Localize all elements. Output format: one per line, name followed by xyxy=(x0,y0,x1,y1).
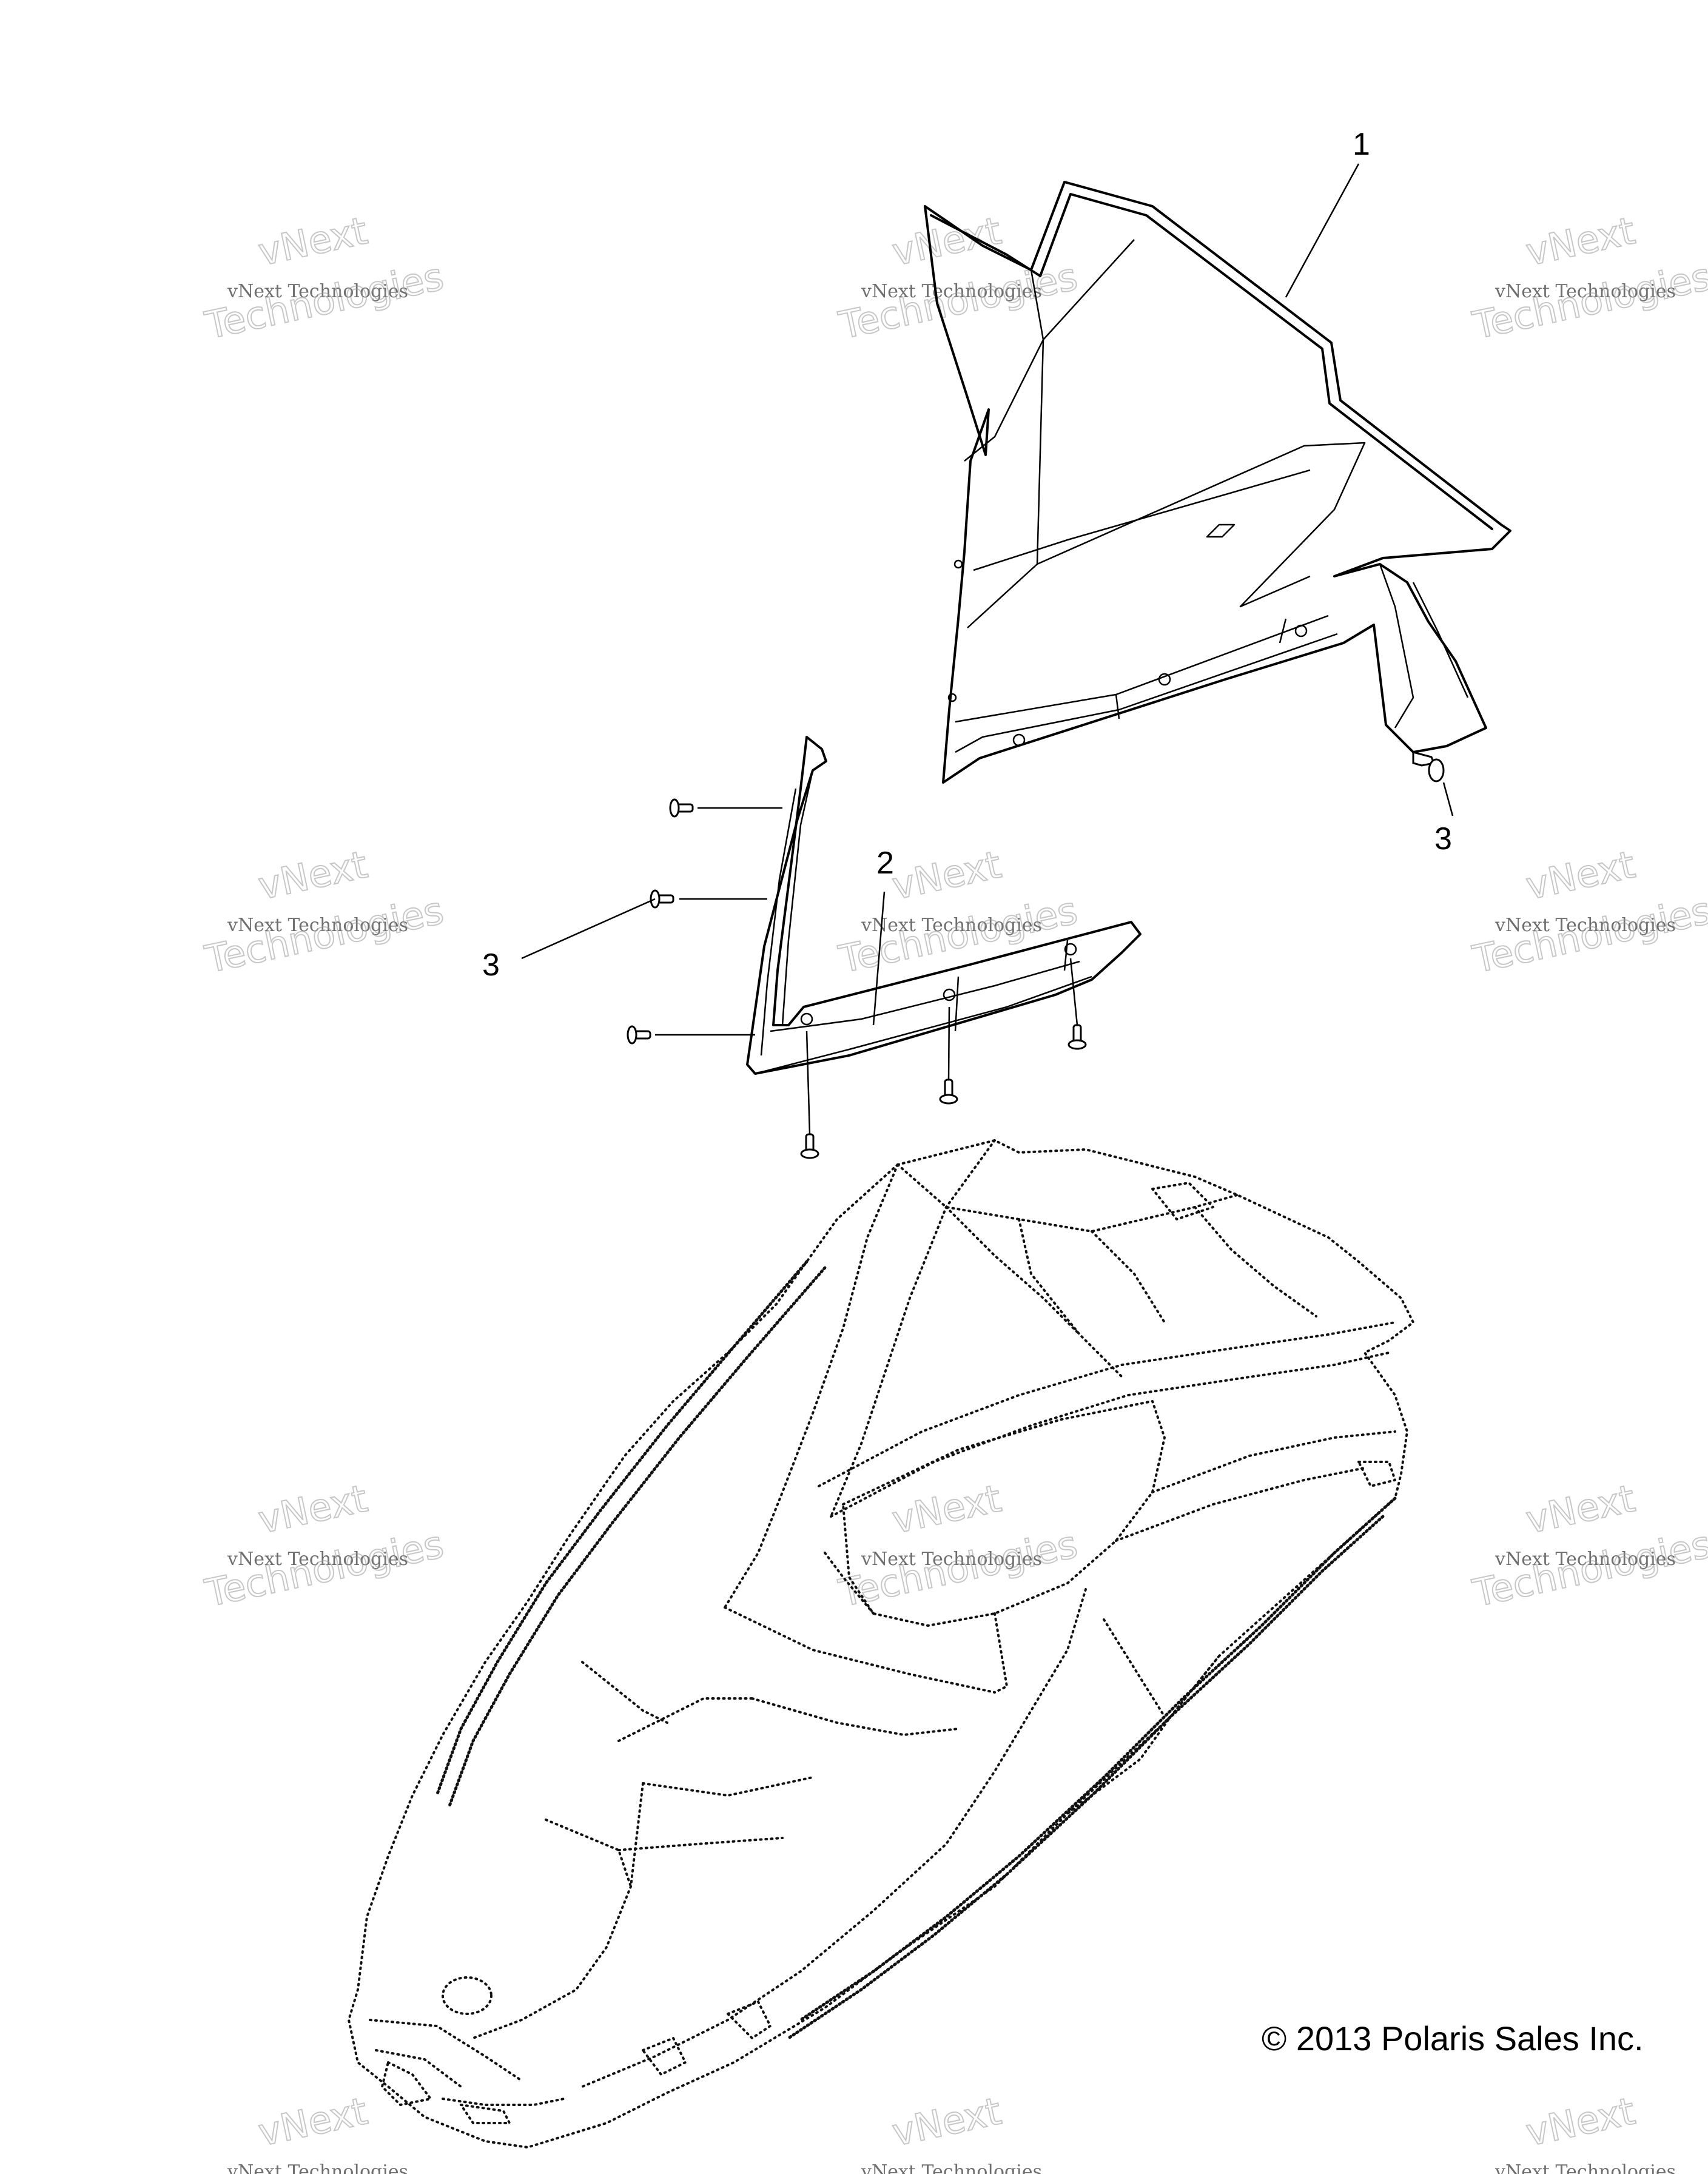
svg-text:Technologies: Technologies xyxy=(1469,888,1708,981)
callout-3-right: 3 xyxy=(1434,821,1452,856)
callout-1: 1 xyxy=(1353,127,1370,162)
fastener-pushpin xyxy=(800,1133,819,1159)
watermark: vNext vNext Technologies Technologies xyxy=(201,1475,448,1616)
windshield-part xyxy=(924,181,1511,784)
svg-text:vNext Technologies: vNext Technologies xyxy=(227,2161,408,2174)
svg-text:vNext Technologies: vNext Technologies xyxy=(227,915,408,936)
svg-text:Technologies: Technologies xyxy=(201,888,448,981)
fastener-pushpin xyxy=(669,798,694,818)
svg-text:vNext Technologies: vNext Technologies xyxy=(861,915,1042,936)
svg-text:vNext: vNext xyxy=(889,842,1005,908)
svg-text:vNext: vNext xyxy=(1522,208,1639,274)
svg-text:vNext: vNext xyxy=(255,2088,371,2155)
svg-text:vNext: vNext xyxy=(255,208,371,274)
copyright-notice: © 2013 Polaris Sales Inc. xyxy=(1262,2019,1644,2058)
svg-text:vNext: vNext xyxy=(255,1476,371,1542)
watermark: vNext vNext Technologies Technologies xyxy=(201,841,448,982)
svg-text:Technologies: Technologies xyxy=(1469,1522,1708,1615)
watermark: vNext vNext Technologies xyxy=(227,2088,408,2174)
svg-text:vNext: vNext xyxy=(889,208,1005,274)
svg-text:vNext: vNext xyxy=(1522,1476,1639,1542)
svg-text:vNext Technologies: vNext Technologies xyxy=(1494,281,1676,302)
watermark: vNext vNext Technologies xyxy=(1494,2088,1676,2174)
watermark: vNext vNext Technologies Technologies xyxy=(201,207,448,348)
fastener-group-left xyxy=(627,798,1087,1159)
svg-text:vNext Technologies: vNext Technologies xyxy=(227,281,408,302)
svg-text:vNext: vNext xyxy=(889,2088,1005,2155)
svg-text:vNext Technologies: vNext Technologies xyxy=(1494,2161,1676,2174)
fastener-pushpin xyxy=(939,1079,958,1105)
svg-text:vNext Technologies: vNext Technologies xyxy=(227,1549,408,1570)
svg-text:vNext: vNext xyxy=(1522,842,1639,908)
watermark: vNext vNext Technologies xyxy=(861,2088,1042,2174)
svg-text:vNext Technologies: vNext Technologies xyxy=(861,1549,1042,1570)
fastener-pushpin xyxy=(627,1025,651,1045)
svg-text:vNext: vNext xyxy=(255,842,371,908)
svg-text:vNext Technologies: vNext Technologies xyxy=(1494,915,1676,936)
fastener-pushpin xyxy=(1412,751,1445,782)
svg-text:vNext Technologies: vNext Technologies xyxy=(1494,1549,1676,1570)
callout-2: 2 xyxy=(876,846,894,881)
callout-3-left: 3 xyxy=(482,947,500,983)
svg-text:vNext: vNext xyxy=(1522,2088,1639,2155)
watermark: vNext vNext Technologies Technologies xyxy=(1468,841,1708,982)
watermark-grid: vNext vNext Technologies Technologies vN… xyxy=(201,207,1708,2174)
vehicle-body-reference xyxy=(348,1139,1414,2149)
svg-text:vNext: vNext xyxy=(889,1476,1005,1542)
svg-text:Technologies: Technologies xyxy=(201,1522,448,1615)
svg-text:vNext Technologies: vNext Technologies xyxy=(861,281,1042,302)
svg-text:Technologies: Technologies xyxy=(835,1522,1081,1615)
leader-lines xyxy=(521,163,1454,1135)
svg-text:Technologies: Technologies xyxy=(1469,254,1708,348)
watermark: vNext vNext Technologies Technologies xyxy=(1468,207,1708,348)
watermark: vNext vNext Technologies Technologies xyxy=(1468,1475,1708,1616)
trim-part xyxy=(746,736,1141,1075)
svg-text:vNext Technologies: vNext Technologies xyxy=(861,2161,1042,2174)
watermark: vNext vNext Technologies Technologies xyxy=(835,841,1082,982)
fastener-pushpin xyxy=(1068,1024,1087,1050)
svg-text:Technologies: Technologies xyxy=(201,254,448,348)
